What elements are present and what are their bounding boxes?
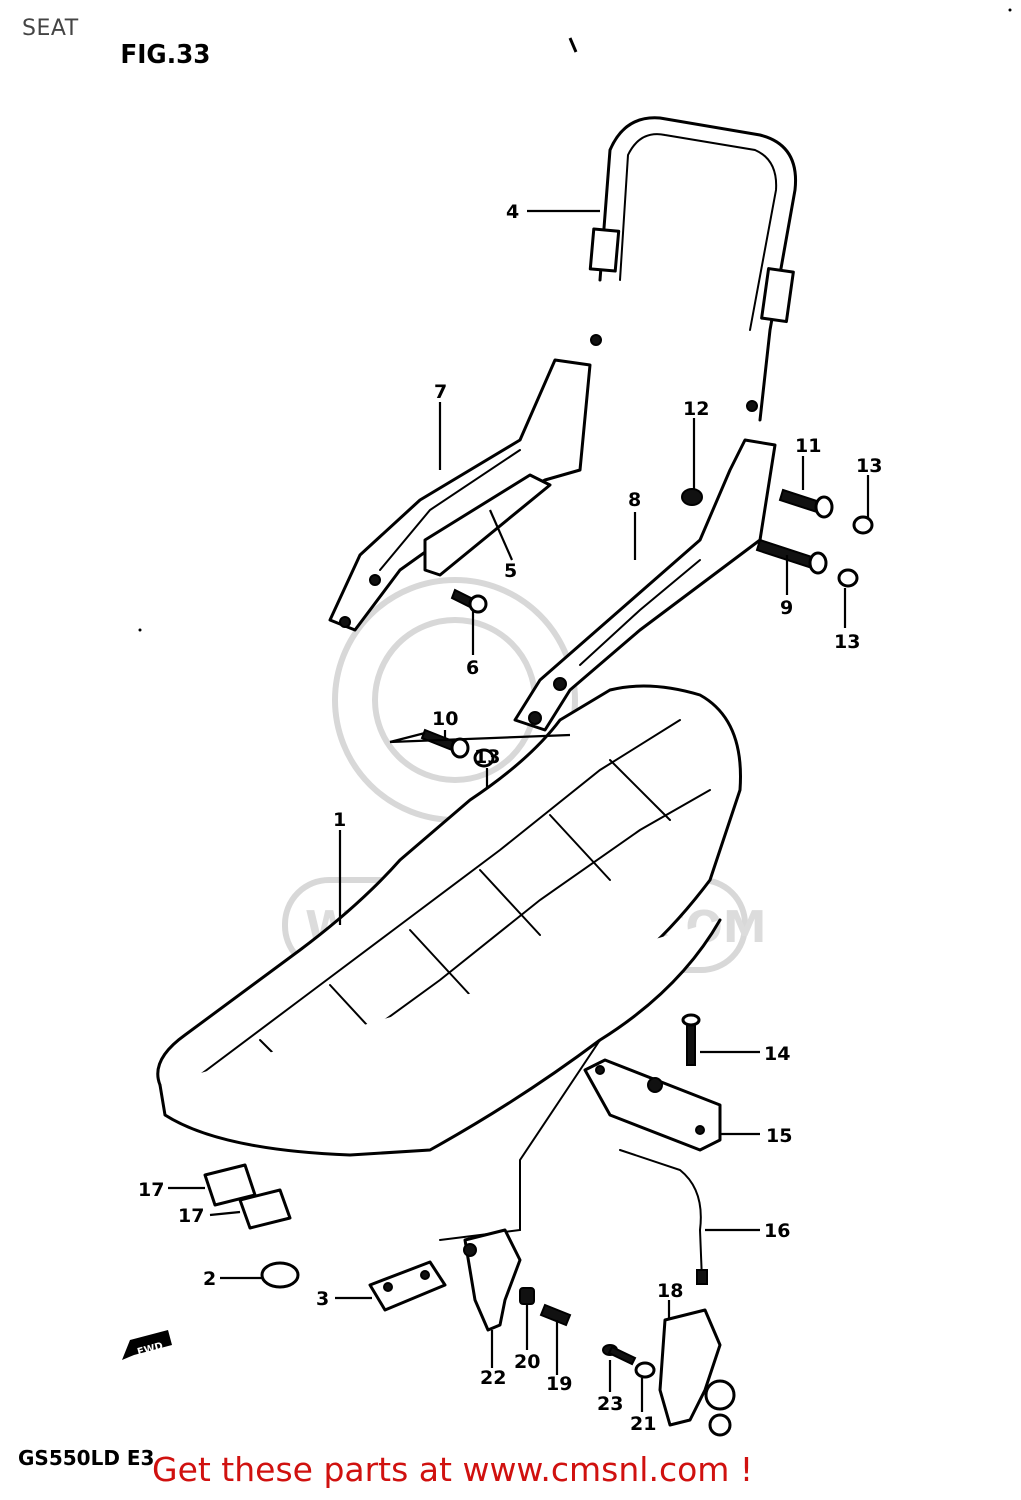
callout-6: 6 [466,657,479,679]
part-9-bolt[interactable] [755,538,828,575]
callout-7: 7 [434,381,447,403]
part-16-bolt[interactable] [681,1013,701,1066]
callout-10: 10 [432,708,458,730]
part-14-seat-latch[interactable] [583,1058,722,1152]
callout-1: 1 [333,809,346,831]
model-code: GS550LD E3 [18,1446,155,1470]
part-13-cap-a[interactable] [852,515,874,535]
callout-16: 14 [764,1043,790,1065]
leader-lines [168,209,870,1412]
callout-8: 8 [628,489,641,511]
callout-23: 20 [514,1351,540,1373]
fwd-arrow-icon: FWD [122,1330,172,1360]
callout-13-left: 13 [474,746,500,768]
callout-14: 15 [766,1125,792,1147]
callout-15: 16 [764,1220,790,1242]
callout-2: 2 [203,1268,216,1290]
callout-17-lower: 17 [178,1205,204,1227]
callout-13-lower: 13 [834,631,860,653]
callout-11: 11 [795,435,821,457]
part-18-seat-lock[interactable] [658,1308,736,1437]
callout-12: 12 [683,398,709,420]
callout-18: 18 [657,1280,683,1302]
part-13-cap-c[interactable] [473,748,495,768]
part-17-cushion-b[interactable] [238,1188,292,1230]
part-7-left-bracket[interactable] [328,358,592,632]
part-3-plate[interactable] [368,1260,447,1312]
figure-label: FIG.33 [120,40,211,70]
part-1-seat[interactable] [156,684,742,1241]
part-23-nut[interactable] [519,1287,535,1305]
part-21-hook[interactable] [463,1228,522,1332]
part-12-nut[interactable] [681,488,703,506]
part-19-bolt[interactable] [602,1344,637,1366]
callout-21: 22 [480,1367,506,1389]
callout-5: 5 [504,560,517,582]
promo-link[interactable]: Get these parts at www.cmsnl.com ! [152,1450,754,1489]
callout-19: 23 [597,1393,623,1415]
part-13-cap-b[interactable] [837,568,859,588]
callout-labels: 4 7 5 6 8 9 10 11 12 13 13 13 1 14 15 16… [138,201,882,1435]
part-5-bracket-pad[interactable] [423,473,552,577]
callout-4: 4 [506,201,519,223]
part-11-bolt[interactable] [778,488,834,519]
callout-13-upper: 13 [856,455,882,477]
part-4-backrest-bar[interactable] [588,116,798,422]
callout-17-upper: 17 [138,1179,164,1201]
part-20-washer[interactable] [634,1361,656,1379]
part-2-cap[interactable] [260,1261,300,1289]
callout-3: 3 [316,1288,329,1310]
callout-22: 19 [546,1373,572,1395]
part-15-cable[interactable] [619,1149,708,1285]
callout-20: 21 [630,1413,656,1435]
part-22-screw[interactable] [539,1303,572,1327]
section-title: SEAT [22,16,79,41]
part-6-screw[interactable] [450,588,488,614]
callout-9: 9 [780,597,793,619]
